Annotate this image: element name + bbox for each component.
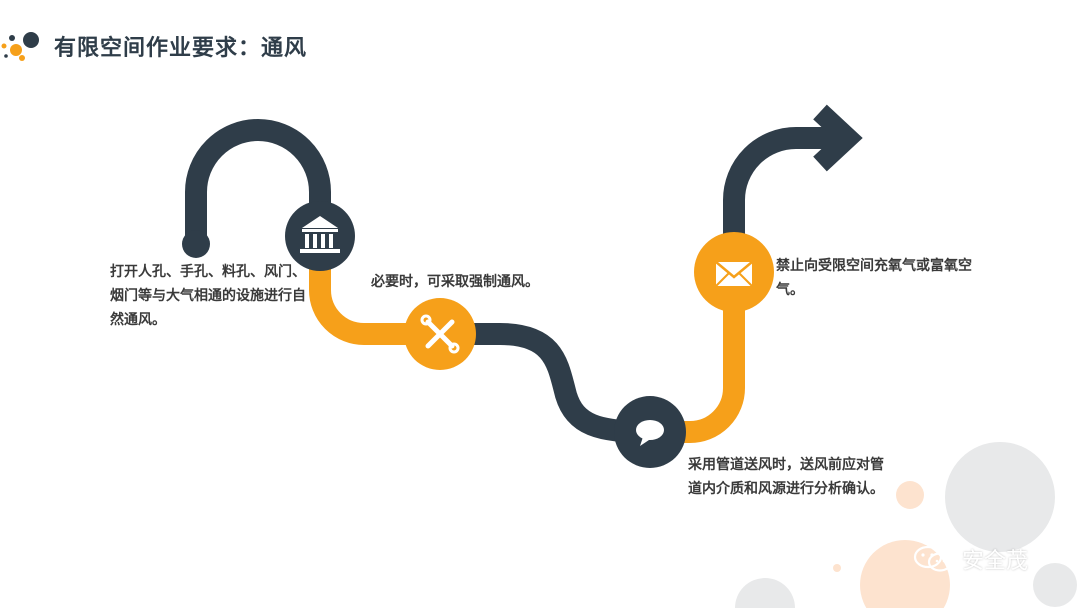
deco-circle-gray-right [1033, 563, 1077, 607]
step-1-text: 打开人孔、手孔、料孔、风门、烟门等与大气相通的设施进行自然通风。 [110, 264, 306, 328]
watermark: 安全茂 [912, 543, 1028, 575]
deco-circle-orange-small [896, 481, 924, 509]
wrench-screwdriver-icon [420, 314, 460, 354]
deco-circle-gray-bottom [735, 578, 795, 608]
path-segment-orange-1 [309, 236, 440, 345]
deco-circle-orange-large [860, 540, 950, 608]
step-3-text: 采用管道送风时，送风前应对管道内介质和风源进行分析确认。 [688, 457, 884, 497]
envelope-icon [715, 261, 753, 287]
wechat-icon [913, 545, 953, 572]
node-circle-1 [285, 201, 355, 271]
page-title: 有限空间作业要求：通风 [54, 36, 308, 61]
logo-dots-icon [1, 32, 39, 61]
chat-bubble-icon [636, 420, 664, 446]
path-segment-start [185, 119, 331, 244]
path-segment-dark-wave [440, 323, 651, 443]
deco-circle-gray-large [945, 442, 1055, 552]
step-4-text: 禁止向受限空间充氧气或富氧空气。 [776, 258, 972, 298]
bank-icon [300, 216, 340, 253]
watermark-text: 安全茂 [962, 549, 1029, 574]
path-start-dot [182, 230, 210, 258]
step-2-text: 必要时，可采取强制通风。 [371, 274, 539, 290]
deco-circle-dot [833, 564, 841, 572]
path-segment-orange-2 [650, 272, 745, 443]
path-segment-end [723, 127, 840, 272]
arrow-head-icon [813, 104, 863, 172]
